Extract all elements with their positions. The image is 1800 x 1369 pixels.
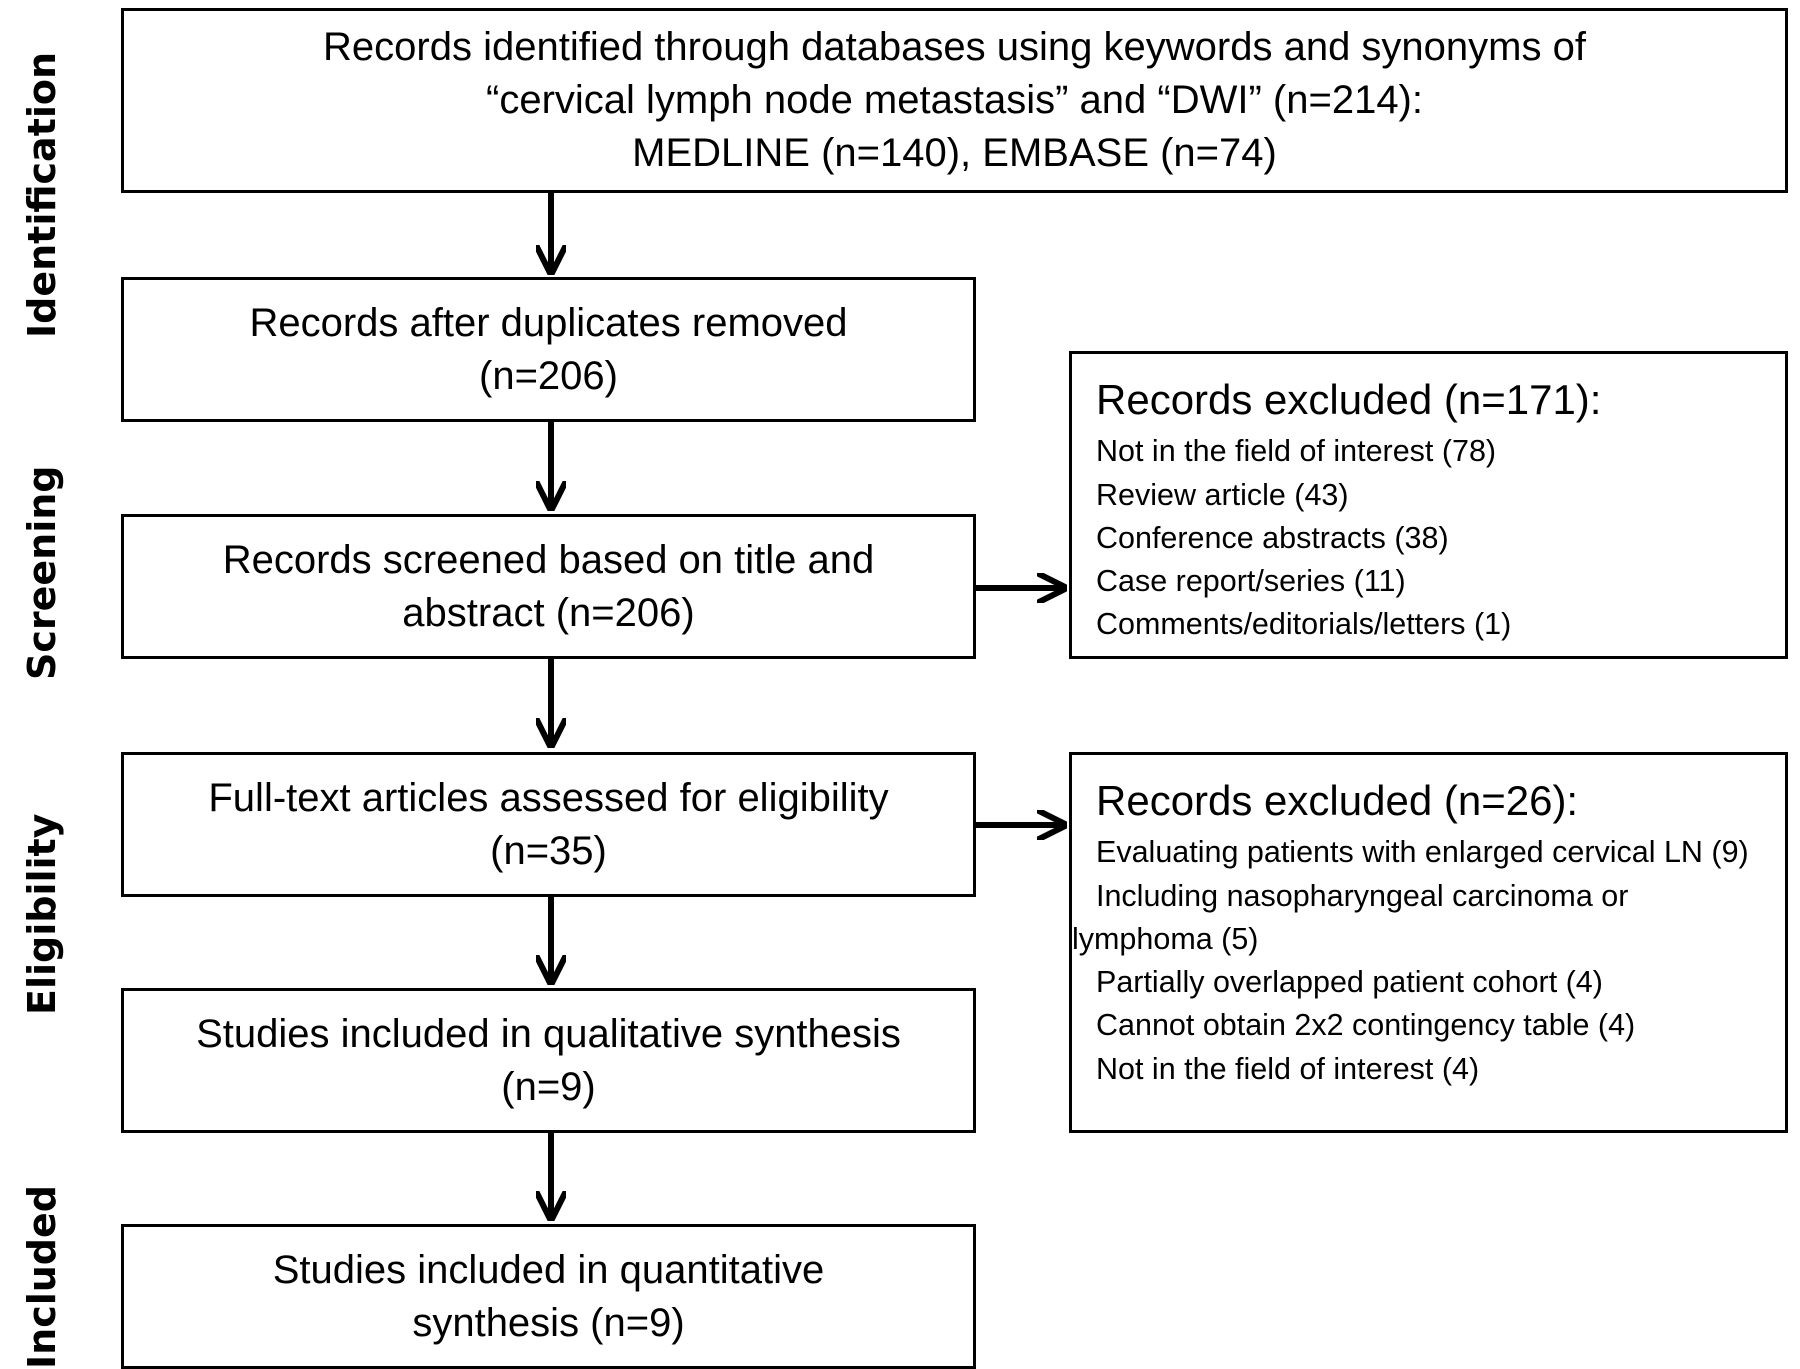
qualitative-line-1: Studies included in qualitative synthesi… xyxy=(196,1011,901,1056)
screened-line-2: abstract (n=206) xyxy=(402,590,695,635)
excluded2-item: Not in the field of interest (4) xyxy=(1096,1051,1480,1086)
identified-line-2: “cervical lymph node metastasis” and “DW… xyxy=(486,78,1423,123)
fulltext-line-1: Full-text articles assessed for eligibil… xyxy=(208,775,889,820)
box-duplicates-removed: Records after duplicates removed (n=206) xyxy=(121,277,976,422)
box-excluded-screening: Records excluded (n=171): Not in the fie… xyxy=(1069,351,1788,659)
duplicates-line-1: Records after duplicates removed xyxy=(249,300,848,345)
excluded2-item: Evaluating patients with enlarged cervic… xyxy=(1096,835,1749,870)
excluded1-item: Comments/editorials/letters (1) xyxy=(1096,607,1512,642)
identified-line-1: Records identified through databases usi… xyxy=(323,25,1586,70)
excluded2-item: Partially overlapped patient cohort (4) xyxy=(1096,965,1603,1000)
box-fulltext-assessed: Full-text articles assessed for eligibil… xyxy=(121,752,976,897)
excluded1-item: Review article (43) xyxy=(1096,477,1349,512)
box-records-screened: Records screened based on title and abst… xyxy=(121,514,976,659)
quantitative-line-2: synthesis (n=9) xyxy=(412,1300,685,1345)
quantitative-line-1: Studies included in quantitative xyxy=(272,1247,825,1292)
fulltext-line-2: (n=35) xyxy=(490,828,607,873)
box-qualitative-synthesis: Studies included in qualitative synthesi… xyxy=(121,988,976,1133)
excluded2-item: Cannot obtain 2x2 contingency table (4) xyxy=(1096,1008,1636,1043)
box-records-identified: Records identified through databases usi… xyxy=(121,8,1788,193)
excluded1-item: Not in the field of interest (78) xyxy=(1096,434,1497,469)
screened-line-1: Records screened based on title and xyxy=(222,537,875,582)
excluded1-item: Case report/series (11) xyxy=(1096,564,1406,599)
box-quantitative-synthesis: Studies included in quantitative synthes… xyxy=(121,1224,976,1369)
excluded1-title: Records excluded (n=171): xyxy=(1096,376,1602,423)
box-excluded-eligibility: Records excluded (n=26): Evaluating pati… xyxy=(1069,752,1788,1133)
excluded2-item: Including nasopharyngeal carcinoma or ly… xyxy=(1072,878,1629,956)
excluded2-title: Records excluded (n=26): xyxy=(1096,777,1579,824)
qualitative-line-2: (n=9) xyxy=(501,1064,596,1109)
duplicates-line-2: (n=206) xyxy=(479,353,618,398)
excluded1-item: Conference abstracts (38) xyxy=(1096,520,1449,555)
identified-line-3: MEDLINE (n=140), EMBASE (n=74) xyxy=(632,130,1277,175)
